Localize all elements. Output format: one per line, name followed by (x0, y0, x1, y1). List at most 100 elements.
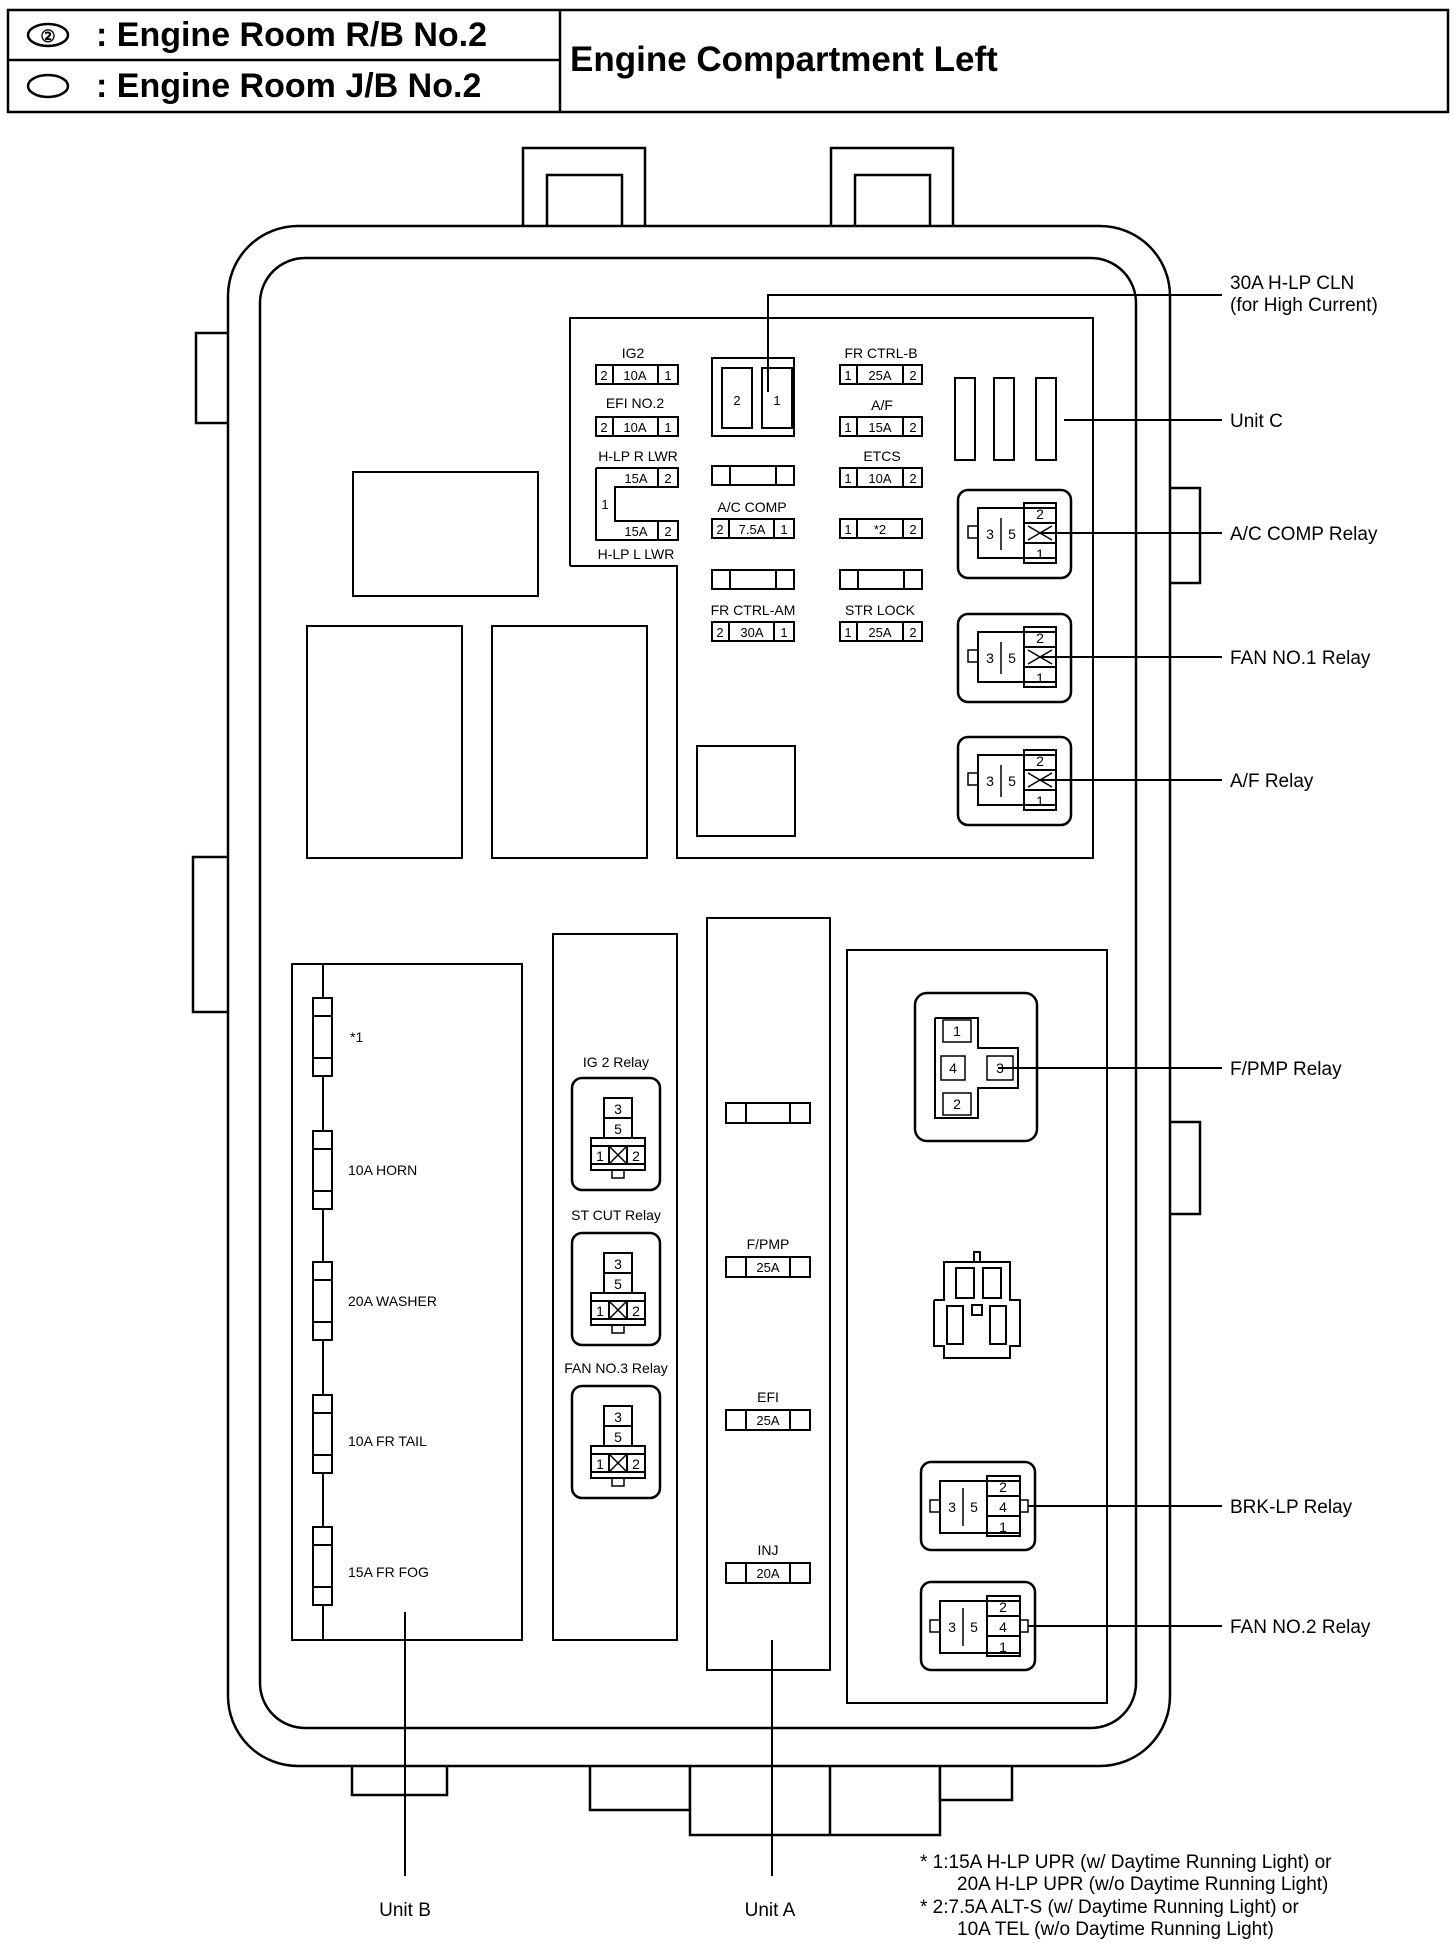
svg-text:1: 1 (844, 420, 851, 435)
unit-c-area (569, 317, 1094, 859)
fuse-fr-ctrl-b: FR CTRL-B 1 25A 2 (839, 345, 923, 385)
unlabeled-connector (933, 1251, 1021, 1359)
fuse-efi-no2: EFI NO.2 2 10A 1 (595, 395, 679, 437)
relay-block-symbol-icon (26, 22, 70, 48)
callout-fpmp-relay: F/PMP Relay (1230, 1059, 1342, 1080)
unit-a-efi-label: EFI (757, 1389, 779, 1405)
svg-text:4: 4 (999, 1619, 1007, 1635)
fuse-str-lock: STR LOCK 1 25A 2 (839, 602, 923, 642)
footnote-2-line2: 10A TEL (w/o Daytime Running Light) (957, 1919, 1274, 1940)
svg-text:A/F: A/F (871, 397, 893, 413)
svg-text:FR CTRL-B: FR CTRL-B (844, 345, 917, 361)
svg-text:1: 1 (1036, 670, 1044, 686)
svg-text:5: 5 (1008, 773, 1016, 789)
svg-text:3: 3 (614, 1409, 622, 1425)
svg-text:1: 1 (953, 1023, 961, 1039)
callout-brk-lp-relay: BRK-LP Relay (1230, 1497, 1353, 1518)
svg-text:1: 1 (1036, 793, 1044, 809)
svg-text:FR CTRL-AM: FR CTRL-AM (711, 602, 796, 618)
svg-text:2: 2 (909, 420, 916, 435)
callout-unit-c: Unit C (1230, 411, 1283, 432)
svg-text:2: 2 (999, 1479, 1007, 1495)
svg-text:H-LP L LWR: H-LP L LWR (598, 546, 675, 562)
fuse-hlp-cln (711, 357, 795, 437)
callout-hlp-cln: 30A H-LP CLN (1230, 273, 1354, 294)
svg-text:2: 2 (716, 625, 723, 640)
svg-text:15A: 15A (624, 471, 647, 486)
svg-text:3: 3 (614, 1256, 622, 1272)
svg-text:2: 2 (909, 471, 916, 486)
svg-text:1: 1 (999, 1519, 1007, 1535)
svg-text:1: 1 (780, 625, 787, 640)
svg-text:3: 3 (986, 650, 994, 666)
svg-text:3: 3 (986, 526, 994, 542)
spare-fuse-slot (711, 569, 795, 590)
svg-text:1: 1 (844, 471, 851, 486)
svg-text:2: 2 (664, 471, 671, 486)
svg-text:2: 2 (664, 524, 671, 539)
svg-text:25A: 25A (868, 368, 891, 383)
svg-text:3: 3 (986, 773, 994, 789)
svg-text:2: 2 (716, 522, 723, 537)
svg-text:3: 3 (948, 1619, 956, 1635)
fuse-hlp-lwr-pair: H-LP R LWR 15A 2 1 15A 2 H-LP L LWR (595, 448, 679, 562)
junction-block-symbol-icon (26, 73, 70, 99)
hlp-cln-pin-2: 2 (733, 393, 740, 408)
unit-b-fr-fog: 15A FR FOG (348, 1564, 429, 1580)
svg-text:1: 1 (596, 1456, 604, 1472)
svg-text:15A: 15A (868, 420, 891, 435)
svg-text:1: 1 (596, 1148, 604, 1164)
svg-text:2: 2 (1036, 506, 1044, 522)
callout-unit-b: Unit B (379, 1900, 431, 1921)
svg-text:*2: *2 (874, 522, 886, 537)
st-cut-relay-label: ST CUT Relay (571, 1207, 661, 1223)
svg-text:10A: 10A (623, 368, 646, 383)
svg-text:3: 3 (948, 1499, 956, 1515)
unit-a-efi-amp: 25A (756, 1413, 779, 1428)
fan-no3-relay-label: FAN NO.3 Relay (564, 1360, 667, 1376)
svg-text:2: 2 (1036, 630, 1044, 646)
legend-symbol-number: ② (40, 27, 55, 46)
svg-text:5: 5 (614, 1276, 622, 1292)
fuse-etcs: ETCS 1 10A 2 (839, 448, 923, 488)
unit-a-fpmp-amp: 25A (756, 1260, 779, 1275)
svg-text:1: 1 (664, 420, 671, 435)
fuse-star2: 1 *2 2 (839, 518, 923, 539)
fan-no3-relay: 3 5 1 2 (570, 1384, 662, 1500)
header-legend (6, 8, 1450, 114)
unit-c-bars (954, 377, 1057, 461)
svg-text:5: 5 (614, 1429, 622, 1445)
svg-text:2: 2 (953, 1096, 961, 1112)
svg-text:A/C COMP: A/C COMP (717, 499, 786, 515)
svg-text:5: 5 (1008, 650, 1016, 666)
callout-hlp-cln-note: (for High Current) (1230, 295, 1378, 316)
legend-junction-block: : Engine Room J/B No.2 (96, 67, 481, 105)
footnote-1-line2: 20A H-LP UPR (w/o Daytime Running Light) (957, 1874, 1328, 1895)
unit-b-fr-tail: 10A FR TAIL (348, 1433, 427, 1449)
svg-text:1: 1 (999, 1639, 1007, 1655)
svg-text:10A: 10A (623, 420, 646, 435)
unit-b-washer: 20A WASHER (348, 1293, 437, 1309)
svg-text:1: 1 (664, 368, 671, 383)
ig2-relay-label: IG 2 Relay (583, 1054, 649, 1070)
svg-text:1: 1 (780, 522, 787, 537)
callout-unit-a: Unit A (745, 1900, 796, 1921)
svg-text:2: 2 (632, 1303, 640, 1319)
svg-text:15A: 15A (624, 524, 647, 539)
svg-text:1: 1 (601, 497, 608, 512)
callout-ac-comp-relay: A/C COMP Relay (1230, 524, 1378, 545)
svg-text:3: 3 (614, 1101, 622, 1117)
spare-fuse-slot (711, 465, 795, 486)
leader-lines (404, 294, 1222, 1876)
callout-af-relay: A/F Relay (1230, 771, 1314, 792)
hlp-cln-pin-1: 1 (773, 393, 780, 408)
svg-text:H-LP R LWR: H-LP R LWR (598, 448, 678, 464)
svg-text:4: 4 (999, 1499, 1007, 1515)
right-relay-area (846, 949, 1108, 1704)
unit-a-fpmp-label: F/PMP (747, 1236, 790, 1252)
svg-text:4: 4 (949, 1060, 957, 1076)
svg-text:2: 2 (909, 522, 916, 537)
svg-text:2: 2 (632, 1148, 640, 1164)
middle-relay-column (552, 933, 678, 1641)
